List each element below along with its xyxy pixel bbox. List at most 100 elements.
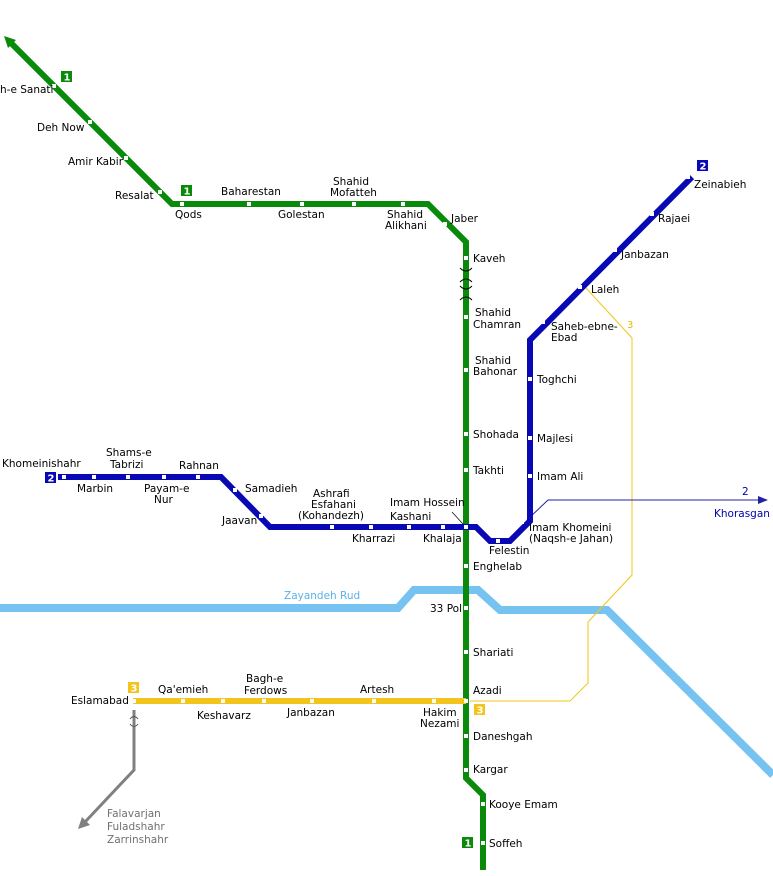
label-khomeinishahr: Khomeinishahr xyxy=(2,458,81,470)
label-kaveh: Kaveh xyxy=(473,253,505,265)
line2-badge-east: 2 xyxy=(697,160,708,173)
label-keshavarz: Keshavarz xyxy=(197,710,251,722)
label-hakim-2: Nezami xyxy=(420,718,459,730)
line2-extension-khorasgan xyxy=(526,499,760,521)
station-marker[interactable] xyxy=(528,377,532,381)
station-marker[interactable] xyxy=(464,432,468,436)
station-marker[interactable] xyxy=(496,539,500,543)
station-marker[interactable] xyxy=(443,222,447,226)
station-marker[interactable] xyxy=(432,699,436,703)
station-marker[interactable] xyxy=(464,699,468,703)
station-marker[interactable] xyxy=(352,202,356,206)
label-enghelab: Enghelab xyxy=(473,561,522,573)
line1-badge-top: 1 xyxy=(61,71,72,84)
label-bahonar-2: Bahonar xyxy=(473,366,518,378)
station-marker[interactable] xyxy=(310,699,314,703)
label-alikhani-2: Alikhani xyxy=(385,220,427,232)
station-marker[interactable] xyxy=(401,202,405,206)
station-marker[interactable] xyxy=(221,699,225,703)
label-artesh: Artesh xyxy=(360,684,394,696)
label-kashani: Kashani xyxy=(390,511,431,523)
station-marker[interactable] xyxy=(541,320,545,324)
station-marker[interactable] xyxy=(464,564,468,568)
station-marker[interactable] xyxy=(528,436,532,440)
station-marker[interactable] xyxy=(181,699,185,703)
station-marker[interactable] xyxy=(578,285,582,289)
station-marker[interactable] xyxy=(52,84,56,88)
label-jaber: Jaber xyxy=(450,213,479,225)
svg-text:2: 2 xyxy=(700,162,707,173)
station-marker[interactable] xyxy=(126,475,130,479)
station-marker[interactable] xyxy=(88,120,92,124)
station-marker[interactable] xyxy=(464,525,468,529)
station-marker[interactable] xyxy=(162,475,166,479)
station-marker[interactable] xyxy=(520,520,524,524)
station-marker[interactable] xyxy=(372,699,376,703)
label-bagh-1: Bagh-e xyxy=(246,673,283,685)
station-marker[interactable] xyxy=(259,514,263,518)
station-marker[interactable] xyxy=(247,202,251,206)
station-marker[interactable] xyxy=(464,734,468,738)
label-zarrinshahr: Zarrinshahr xyxy=(107,834,169,846)
station-marker[interactable] xyxy=(330,525,334,529)
label-alikhani-1: Shahid xyxy=(387,209,423,221)
label-golestan: Golestan xyxy=(278,209,325,221)
line3-badge-west: 3 xyxy=(128,682,139,695)
label-rahnan: Rahnan xyxy=(179,460,219,472)
station-marker[interactable] xyxy=(62,475,66,479)
svg-text:3: 3 xyxy=(477,706,484,717)
station-marker[interactable] xyxy=(180,202,184,206)
line3-connector-number: 3 xyxy=(627,320,633,331)
label-jaavan: Jaavan xyxy=(221,515,257,527)
station-marker[interactable] xyxy=(441,525,445,529)
station-marker[interactable] xyxy=(464,315,468,319)
label-amir-kabir: Amir Kabir xyxy=(68,156,124,168)
station-marker[interactable] xyxy=(528,474,532,478)
khorasgan-arrow-icon xyxy=(758,496,768,504)
station-marker[interactable] xyxy=(650,212,654,216)
label-33-pol: 33 Pol xyxy=(430,603,462,615)
label-felestin: Felestin xyxy=(489,545,529,557)
label-ashrafi-1: Ashrafi xyxy=(313,488,350,500)
station-marker[interactable] xyxy=(132,699,136,703)
label-bagh-2: Ferdows xyxy=(244,685,287,697)
station-marker[interactable] xyxy=(481,802,485,806)
label-shams-2: Tabrizi xyxy=(109,459,143,471)
label-qaemieh: Qa'emieh xyxy=(158,684,208,696)
station-marker[interactable] xyxy=(464,650,468,654)
station-marker[interactable] xyxy=(407,525,411,529)
label-khalaja: Khalaja xyxy=(423,533,462,545)
label-azadi: Azadi xyxy=(473,685,502,697)
line2-track xyxy=(58,174,695,544)
station-marker[interactable] xyxy=(158,190,162,194)
station-marker[interactable] xyxy=(92,475,96,479)
station-marker[interactable] xyxy=(481,841,485,845)
station-marker[interactable] xyxy=(464,606,468,610)
river-zayandeh-rud xyxy=(0,586,773,778)
svg-text:2: 2 xyxy=(48,474,55,485)
station-marker[interactable] xyxy=(369,525,373,529)
station-marker[interactable] xyxy=(196,475,200,479)
station-marker[interactable] xyxy=(233,488,237,492)
station-marker[interactable] xyxy=(464,256,468,260)
station-marker[interactable] xyxy=(464,368,468,372)
line2-extension-number: 2 xyxy=(742,486,749,498)
line1-stations xyxy=(52,84,485,845)
station-marker[interactable] xyxy=(464,468,468,472)
imam-hossein-leader-line xyxy=(451,511,464,525)
label-takhti: Takhti xyxy=(472,465,504,477)
label-daneshgah: Daneshgah xyxy=(473,731,533,743)
label-khomeini-2: (Naqsh-e Jahan) xyxy=(529,533,613,545)
station-marker[interactable] xyxy=(124,156,128,160)
label-shariati: Shariati xyxy=(473,647,513,659)
station-marker[interactable] xyxy=(262,699,266,703)
station-marker[interactable] xyxy=(613,248,617,252)
label-zeinabieh: Zeinabieh xyxy=(694,179,746,191)
river-label: Zayandeh Rud xyxy=(284,590,360,602)
svg-text:1: 1 xyxy=(184,187,191,198)
station-marker[interactable] xyxy=(300,202,304,206)
label-kooye-emam: Kooye Emam xyxy=(489,799,558,811)
station-marker[interactable] xyxy=(686,175,690,179)
station-marker[interactable] xyxy=(464,768,468,772)
